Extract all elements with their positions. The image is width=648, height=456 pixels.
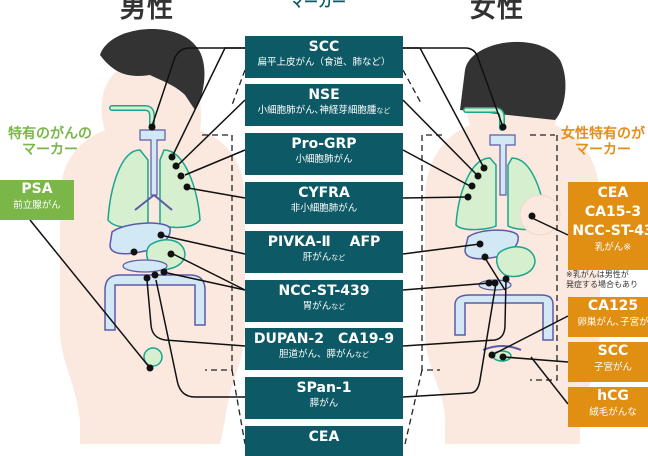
marker-desc: 絨毛がんな <box>589 407 637 418</box>
marker-desc: 胃がん <box>302 301 332 312</box>
marker-heading: マーカー <box>290 0 346 11</box>
marker-desc: 卵巣がん､子宮が <box>577 317 648 328</box>
marker-desc-suffix: など <box>331 254 346 262</box>
marker-desc: 小細胞肺がん <box>295 154 353 165</box>
male-connector-lines <box>29 47 246 398</box>
marker-box-span-1: SPan-1 膵がん <box>245 377 403 419</box>
marker-desc: 乳がん※ <box>594 242 632 253</box>
female-specific-heading-line2: マーカー <box>575 142 631 158</box>
marker-box-scc: SCC 扁平上皮がん（食道、肺など） <box>245 36 403 78</box>
male-specific-heading: 特有のがんの マーカー <box>0 126 100 158</box>
marker-name: PIVKA-Ⅱ AFP <box>267 234 381 250</box>
marker-desc: 扁平上皮がん（食道、肺など） <box>257 57 391 68</box>
marker-desc: 前立腺がん <box>13 200 61 211</box>
male-marker-dots <box>130 123 191 372</box>
note-line2: 発症する場合もあり <box>566 280 638 289</box>
marker-desc: 肝がん <box>302 252 332 263</box>
marker-name: Pro-GRP <box>291 136 357 152</box>
marker-desc: 非小細胞肺がん <box>290 203 358 214</box>
male-specific-heading-line1: 特有のがんの <box>8 126 92 142</box>
marker-desc: 胆道がん、膵がん <box>278 349 355 360</box>
marker-name: CA125 <box>587 298 639 314</box>
marker-name: DUPAN-2 CA19-9 <box>253 331 395 347</box>
marker-box-cyfra: CYFRA 非小細胞肺がん <box>245 182 403 224</box>
marker-name: SPan-1 <box>296 380 352 396</box>
marker-name: CEA <box>308 429 340 445</box>
female-body <box>425 41 600 444</box>
female-marker-dots <box>464 123 536 361</box>
dashed-frames <box>202 69 558 444</box>
female-connector-lines <box>402 47 569 405</box>
marker-desc-suffix: など <box>376 107 391 115</box>
marker-name: hCG <box>597 388 629 404</box>
female-specific-heading-line1: 女性特有のが <box>561 126 645 142</box>
marker-box-nse: NSE 小細胞肺がん､神経芽細胞腫など <box>245 84 403 126</box>
female-specific-heading: 女性特有のが マーカー <box>548 126 648 158</box>
marker-name: SCC <box>308 39 340 55</box>
marker-box-ncc-st-439: NCC-ST-439 胃がんなど <box>245 280 403 322</box>
marker-name-ncc-st-439: NCC-ST-43 <box>572 223 648 239</box>
marker-box-psa: PSA 前立腺がん <box>0 180 74 220</box>
marker-box-breast: CEA CA15-3 NCC-ST-43 乳がん※ <box>568 182 648 270</box>
marker-box-pivka-afp: PIVKA-Ⅱ AFP 肝がんなど <box>245 231 403 273</box>
marker-desc: 小細胞肺がん､神経芽細胞腫 <box>257 105 377 116</box>
marker-box-cea: CEA <box>245 426 403 456</box>
anatomy-illustration <box>29 28 600 444</box>
marker-box-ca125: CA125 卵巣がん､子宮が <box>568 297 648 337</box>
breast-cancer-note: ※乳がんは男性が 発症する場合もあり <box>566 270 648 290</box>
male-body <box>60 28 245 444</box>
marker-name: NSE <box>308 87 340 103</box>
marker-desc: 子宮がん <box>593 362 632 373</box>
marker-name: SCC <box>597 343 629 359</box>
marker-name-cea: CEA <box>597 185 629 201</box>
male-title: 男性 <box>120 0 175 24</box>
marker-desc: 膵がん <box>309 398 339 409</box>
female-title: 女性 <box>470 0 525 24</box>
marker-box-scc-female: SCC 子宮がん <box>568 342 648 382</box>
marker-name: CYFRA <box>298 185 350 201</box>
note-line1: ※乳がんは男性が <box>566 270 629 279</box>
marker-box-hcg: hCG 絨毛がんな <box>568 387 648 427</box>
marker-name: PSA <box>21 181 53 197</box>
marker-name: NCC-ST-439 <box>278 283 370 299</box>
marker-name-ca15-3: CA15-3 <box>584 204 642 220</box>
marker-box-dupan-ca19-9: DUPAN-2 CA19-9 胆道がん、膵がんなど <box>245 328 403 370</box>
marker-box-pro-grp: Pro-GRP 小細胞肺がん <box>245 133 403 175</box>
male-specific-heading-line2: マーカー <box>22 142 78 158</box>
marker-desc-suffix: など <box>355 351 369 359</box>
marker-desc-suffix: など <box>331 303 346 311</box>
